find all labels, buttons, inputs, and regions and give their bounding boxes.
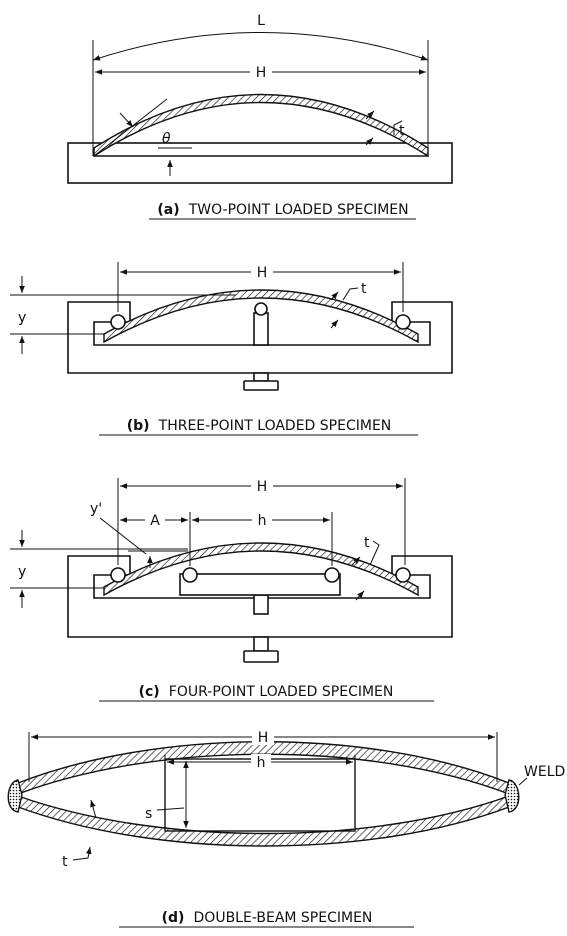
panel-d-H-label: H (258, 730, 269, 746)
panel-d-t-label: t (62, 854, 68, 870)
panel-c-specimen (103, 542, 419, 597)
panel-c-screw-shaft (253, 636, 269, 652)
panel-d-s-leader (156, 807, 185, 811)
panel-c-outer-roller-left (110, 567, 126, 583)
panel-d-h-bg (251, 754, 271, 770)
panel-a-t-leader (393, 120, 403, 135)
panel-c-inner-roller-left (182, 567, 198, 583)
panel-a-holder (67, 142, 453, 184)
panel-c-A-bg (145, 512, 165, 528)
panel-c-y-label: y (18, 564, 26, 580)
panel-c-post (253, 594, 269, 615)
panel-c-caption: (c) FOUR-POINT LOADED SPECIMEN (139, 681, 394, 700)
panel-c-y-prime-label: y' (90, 501, 102, 517)
panel-a-two-point: L H θ t (a) TWO-POINT LOADED SPECIMEN (67, 12, 453, 220)
panel-c-A-label: A (150, 513, 160, 529)
panel-d-weld-left (7, 779, 23, 813)
panel-c-four-point: H A h y' y t (c) FOUR-POINT LOADED SPECI… (10, 478, 453, 702)
panel-b-left-roller (110, 314, 126, 330)
panel-d-h-label: h (257, 755, 266, 771)
panel-b-t-label: t (361, 281, 367, 297)
panel-b-y-label: y (18, 310, 26, 326)
panel-b-right-roller (395, 314, 411, 330)
panel-a-t-arrow-bot (365, 137, 374, 146)
panel-b-H-label: H (257, 265, 268, 281)
panel-d-caption-letter: (d) (162, 910, 185, 926)
panel-c-h-bg (252, 512, 272, 528)
panel-c-t-arrow-bot (355, 590, 365, 601)
panel-a-caption-text: TWO-POINT LOADED SPECIMEN (188, 202, 409, 218)
panel-c-inner-roller-right (324, 567, 340, 583)
panel-a-L-bg (250, 12, 272, 28)
panel-c-loading-bar (179, 573, 341, 596)
panel-a-t-arrow-top (365, 110, 375, 120)
panel-b-H-bg (251, 264, 273, 280)
panel-b-t-leader (342, 287, 359, 301)
panel-a-caption-letter: (a) (157, 202, 179, 218)
panel-d-H-bg (252, 729, 274, 745)
panel-b-center-roller (254, 302, 268, 316)
panel-b-t-arrow-bot (330, 319, 339, 329)
panel-c-caption-letter: (c) (139, 684, 160, 700)
panel-a-H-label: H (256, 65, 267, 81)
panel-c-t-arrow-top (351, 556, 361, 566)
panel-d-weld-right (504, 779, 520, 813)
panel-c-outer-roller-right (395, 567, 411, 583)
panel-a-L-label: L (257, 13, 265, 29)
panel-a-caption: (a) TWO-POINT LOADED SPECIMEN (157, 199, 408, 218)
panel-b-screw-head (243, 380, 279, 391)
panel-b-caption: (b) THREE-POINT LOADED SPECIMEN (127, 415, 392, 434)
panel-c-y-prime-leader (99, 517, 147, 555)
panel-d-weld-leader (518, 777, 528, 786)
panel-d-caption: (d) DOUBLE-BEAM SPECIMEN (162, 907, 373, 926)
panel-a-tangent (93, 98, 168, 157)
panel-d-double-beam: H h s t WELD (d) DOUBLE-BEAM SPECIMEN (7, 729, 565, 928)
panel-d-s-label: s (145, 806, 152, 822)
panel-c-t-leader (369, 540, 380, 566)
panel-b-caption-letter: (b) (127, 418, 150, 434)
panel-d-weld-label: WELD (524, 764, 565, 780)
panel-b-specimen (103, 289, 419, 344)
panel-c-H-label: H (257, 479, 268, 495)
panel-c-h-label: h (258, 513, 267, 529)
panel-a-t-label: t (399, 123, 405, 139)
panel-c-screw-head (243, 650, 279, 663)
panel-c-H-bg (251, 478, 273, 494)
panel-c-t-label: t (364, 535, 370, 551)
panel-b-screw-shaft (253, 372, 269, 382)
panel-d-t-arrow-top (90, 799, 97, 819)
panel-a-H-bg (250, 64, 272, 80)
panel-d-caption-text: DOUBLE-BEAM SPECIMEN (194, 910, 373, 926)
panel-b-t-arrow-top (330, 291, 339, 301)
panel-a-tangent-arrow (119, 112, 134, 128)
panel-d-t-leader (72, 846, 92, 861)
panel-a-L-arc (92, 32, 429, 61)
panel-a-theta-label: θ (162, 131, 171, 147)
panel-b-caption-text: THREE-POINT LOADED SPECIMEN (158, 418, 392, 434)
panel-b-three-point: H y t (b) THREE-POINT LOADED SPECIMEN (10, 262, 453, 436)
panel-c-caption-text: FOUR-POINT LOADED SPECIMEN (169, 684, 394, 700)
panel-b-post (253, 312, 269, 346)
